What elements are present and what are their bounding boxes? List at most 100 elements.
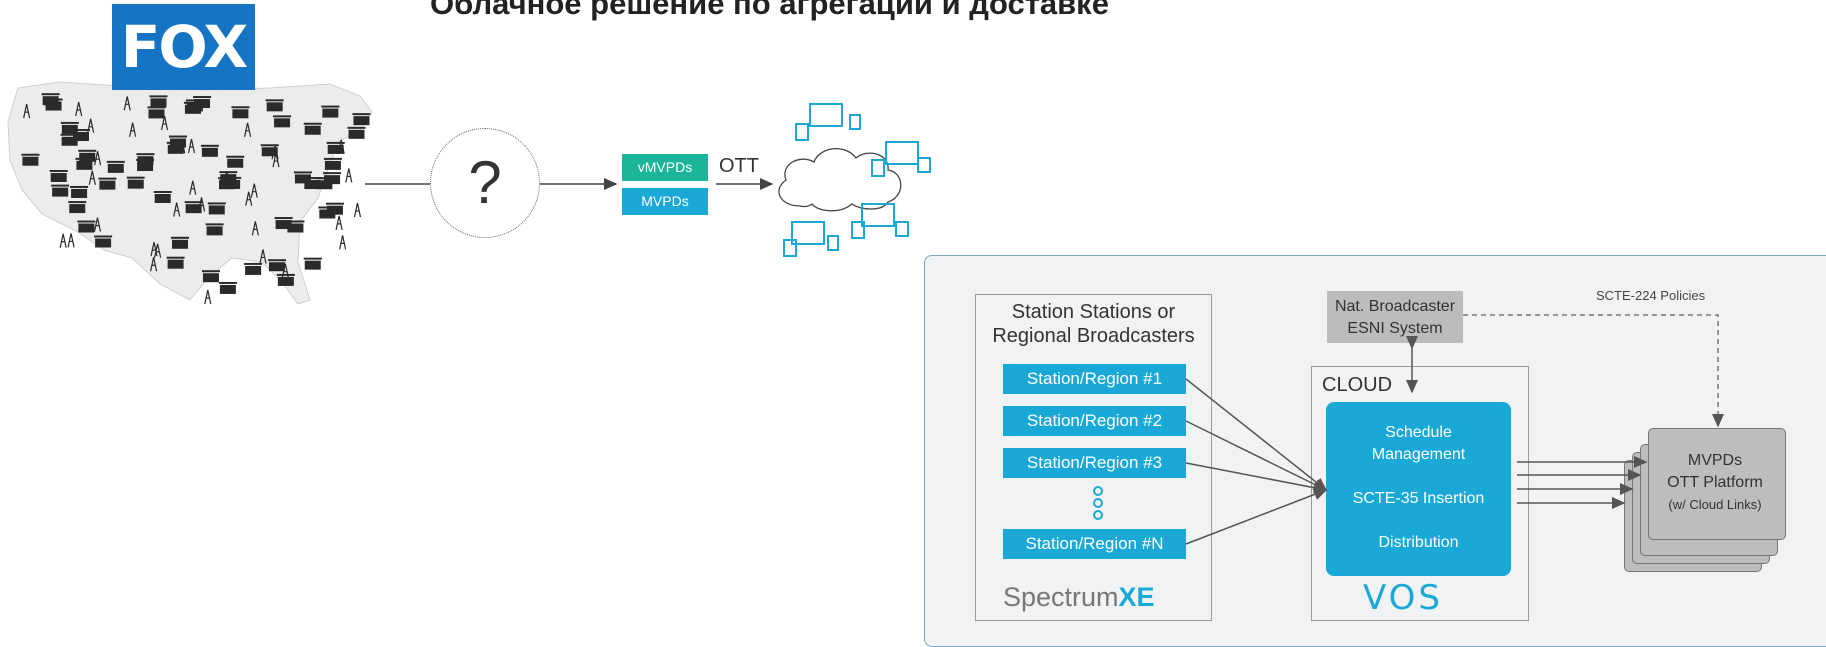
ellipsis-dot xyxy=(1093,510,1103,520)
station-building-icon xyxy=(61,124,78,134)
station-building-icon xyxy=(245,265,262,275)
ellipsis-dot xyxy=(1093,498,1103,508)
station-building-icon xyxy=(167,259,184,269)
station-building-icon xyxy=(226,155,245,158)
station-building-icon xyxy=(223,176,242,179)
station-building-icon xyxy=(184,201,203,204)
station-building-icon xyxy=(78,223,95,233)
tower-icon xyxy=(23,103,31,119)
station-building-icon xyxy=(219,171,238,174)
station-building-icon xyxy=(166,141,185,144)
scte35-insertion-text: SCTE-35 Insertion xyxy=(1352,490,1485,507)
tower-icon xyxy=(149,257,158,272)
station-building-icon xyxy=(77,220,96,223)
vos-logo: VOS xyxy=(1363,578,1444,618)
station-building-icon xyxy=(260,144,279,147)
station-building-icon xyxy=(274,217,293,220)
station-building-icon xyxy=(50,172,67,182)
station-building-icon xyxy=(153,190,172,193)
station-building-icon xyxy=(326,141,345,144)
station-building-icon xyxy=(277,276,294,286)
station-building-icon xyxy=(147,106,166,109)
tower-icon xyxy=(251,221,259,236)
station-building-icon xyxy=(49,169,68,172)
tower-icon xyxy=(93,217,102,232)
tower-icon xyxy=(259,249,267,264)
station-building-icon xyxy=(79,152,96,162)
station2-to-cloud-arrow xyxy=(1185,420,1328,491)
station-building-icon xyxy=(348,129,365,139)
device-icon xyxy=(783,103,931,257)
station-building-icon xyxy=(324,175,341,185)
tower-icon xyxy=(345,168,353,183)
unknown-solution-circle: ? xyxy=(430,128,540,238)
station-building-icon xyxy=(227,158,244,168)
station-building-icon xyxy=(171,239,188,249)
cloud-icon xyxy=(778,148,902,212)
station-building-icon xyxy=(201,270,220,273)
tower-icon xyxy=(94,151,102,166)
tower-icon xyxy=(160,115,169,131)
station3-to-cloud-arrow xyxy=(1185,462,1328,494)
station-building-icon xyxy=(224,179,241,189)
station-building-icon xyxy=(347,126,366,129)
station-building-icon xyxy=(60,133,79,136)
station-building-icon xyxy=(325,202,344,205)
station-building-icon xyxy=(304,125,321,135)
station-building-icon xyxy=(78,149,97,152)
nat-broadcaster-line2: ESNI System xyxy=(1347,320,1443,337)
station-building-icon xyxy=(293,171,312,174)
station-building-icon xyxy=(150,98,167,108)
tower-icon xyxy=(75,101,83,117)
station-building-icon xyxy=(294,174,311,184)
station-building-icon xyxy=(70,185,89,188)
station-building-icon xyxy=(304,180,321,190)
spectrum-xe-logo: SpectrumXE xyxy=(1003,582,1155,613)
station-building-icon xyxy=(194,99,211,109)
mvpds-badge: MVPDs xyxy=(622,188,708,215)
station-building-icon xyxy=(275,220,292,230)
station-building-icon xyxy=(98,177,117,180)
scte-224-policies-label: SCTE-224 Policies xyxy=(1596,288,1706,303)
station-group-heading-line1: Station Stations or xyxy=(1011,301,1176,323)
tower-icon xyxy=(245,191,253,206)
station-building-icon xyxy=(323,172,342,175)
station-building-icon xyxy=(51,184,70,187)
station-building-icon xyxy=(261,147,278,157)
station-building-icon xyxy=(232,109,249,119)
station-group-heading: Station Stations or Regional Broadcaster… xyxy=(975,300,1212,348)
station-region-2: Station/Region #2 xyxy=(1003,406,1186,436)
page-title: Облачное решение по агрегации и доставке xyxy=(430,0,1109,21)
ellipsis-dot xyxy=(1093,486,1103,496)
station-building-icon xyxy=(315,177,334,180)
station-building-icon xyxy=(206,226,223,236)
station-building-icon xyxy=(244,262,263,265)
tower-icon xyxy=(87,118,95,133)
station-building-icon xyxy=(137,156,154,166)
station-building-icon xyxy=(149,95,168,98)
tower-icon xyxy=(189,180,197,195)
station-building-icon xyxy=(200,144,219,147)
xe-logo-accent: XE xyxy=(1118,582,1155,612)
station-building-icon xyxy=(95,238,112,248)
station-building-icon xyxy=(353,116,370,126)
mvpd-line1: MVPDs xyxy=(1687,452,1743,469)
station-building-icon xyxy=(273,115,292,118)
tower-icon xyxy=(150,241,158,257)
station-building-icon xyxy=(168,135,187,138)
tower-icon xyxy=(187,138,196,154)
station-building-icon xyxy=(73,132,90,142)
station-building-icon xyxy=(218,281,237,284)
station-building-icon xyxy=(71,188,88,198)
spectrum-logo-word: Spectrum xyxy=(1003,582,1119,612)
distribution-text: Distribution xyxy=(1378,534,1459,551)
station-building-icon xyxy=(231,106,250,109)
station-building-icon xyxy=(303,257,322,260)
vos-functions-box: Schedule Management SCTE-35 Insertion Di… xyxy=(1326,402,1511,576)
station-building-icon xyxy=(76,160,93,170)
mvpd-platform-label: MVPDs OTT Platform (w/ Cloud Links) xyxy=(1648,450,1782,516)
tower-icon xyxy=(129,122,137,137)
station-region-1: Station/Region #1 xyxy=(1003,364,1186,394)
station-building-icon xyxy=(267,259,286,262)
